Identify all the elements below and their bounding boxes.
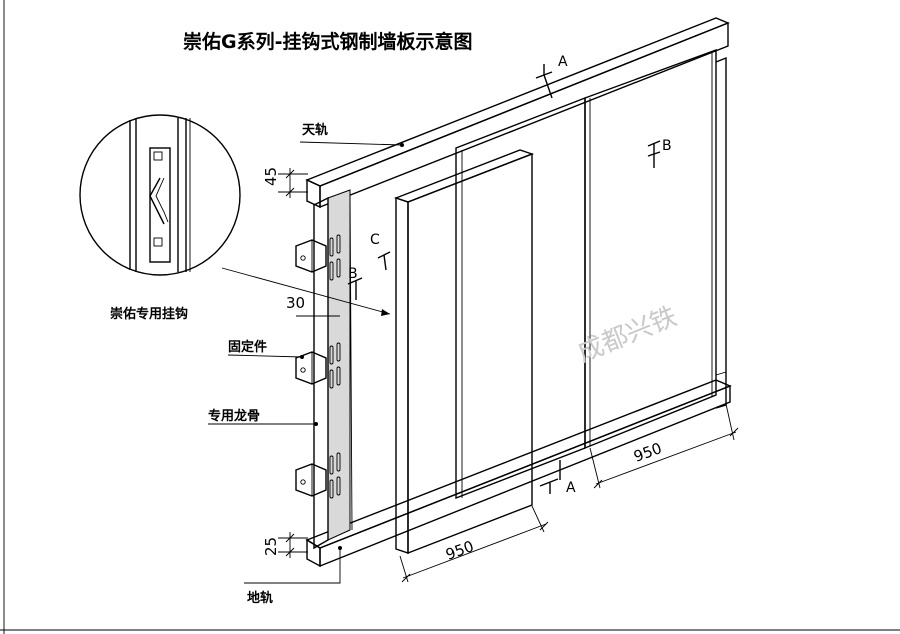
top-rail-leader xyxy=(299,141,403,146)
dim-25: 25 xyxy=(262,532,308,558)
top-rail xyxy=(305,17,730,209)
section-label-c: C xyxy=(370,232,380,248)
dim-30-label: 30 xyxy=(286,294,305,312)
section-label-b-edge: B xyxy=(348,266,358,282)
fixing-leader xyxy=(227,354,303,358)
floor-rail-leader-dot xyxy=(338,546,342,550)
front-panel xyxy=(393,149,535,555)
label-keel: 专用龙骨 xyxy=(208,408,260,424)
hook-leader-arrow xyxy=(381,309,390,316)
keel-leader-dot xyxy=(314,422,318,426)
section-mark-c: C xyxy=(370,232,391,271)
diagram-title: 崇佑G系列-挂钩式钢制墙板示意图 xyxy=(183,30,472,53)
dim-950-front-label: 950 xyxy=(443,537,476,564)
section-mark-a-top: A xyxy=(535,54,568,99)
top-rail-leader-dot xyxy=(400,143,404,147)
section-mark-b-edge: B xyxy=(347,266,363,300)
label-floor-rail: 地轨 xyxy=(247,590,273,606)
section-label-b-panel: B xyxy=(662,138,672,154)
fixing-bracket-1 xyxy=(295,239,327,273)
floor-rail-leader xyxy=(244,548,341,584)
label-hook: 崇佑专用挂钩 xyxy=(110,306,188,322)
hook-detail-view xyxy=(79,114,241,276)
dim-25-label: 25 xyxy=(262,537,280,556)
hook-leader-line xyxy=(221,267,391,315)
label-fixing: 固定件 xyxy=(228,339,267,355)
section-mark-a-bottom: A xyxy=(539,460,576,496)
floor-rail xyxy=(305,379,732,568)
fixing-bracket-3 xyxy=(295,463,327,497)
section-mark-b-panel: B xyxy=(647,138,672,168)
section-label-a-top: A xyxy=(558,54,568,70)
dim-30: 30 xyxy=(286,294,340,324)
hook-detail-content xyxy=(129,118,191,272)
fixing-leader-dot xyxy=(300,355,304,359)
label-top-rail: 天轨 xyxy=(302,122,328,138)
dim-950-back-label: 950 xyxy=(631,439,664,466)
dim-45-label: 45 xyxy=(262,167,280,186)
dim-45: 45 xyxy=(262,167,308,198)
fixing-bracket-2 xyxy=(295,351,327,385)
section-label-a-bottom: A xyxy=(566,480,576,496)
back-panels xyxy=(455,48,727,500)
keel-slots xyxy=(329,234,341,499)
dim-950-front: 950 xyxy=(399,505,549,583)
watermark: 成都兴铁 xyxy=(573,302,681,369)
keel xyxy=(313,189,353,550)
